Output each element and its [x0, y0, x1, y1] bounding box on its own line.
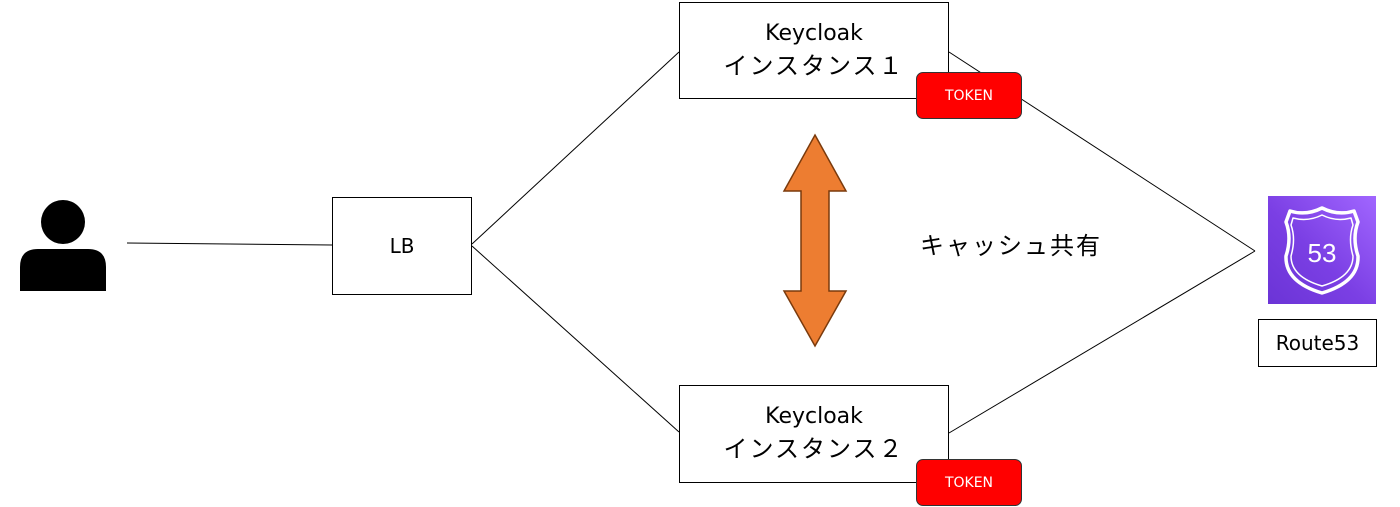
keycloak-instance-1: Keycloak インスタンス１	[679, 2, 949, 99]
connector-user-lb	[126, 242, 333, 246]
route53-label: Route53	[1275, 331, 1360, 355]
token-badge-2: TOKEN	[916, 459, 1022, 506]
cache-sync-arrow	[782, 133, 848, 348]
keycloak-instance-2: Keycloak インスタンス２	[679, 385, 949, 483]
keycloak-instance-1-label: インスタンス１	[723, 51, 905, 80]
route53-shield-icon: 53	[1268, 196, 1376, 304]
keycloak-instance-2-label: インスタンス２	[723, 435, 905, 463]
route53-icon-text: 53	[1308, 238, 1337, 268]
cache-share-label: キャッシュ共有	[920, 232, 1102, 260]
connector-lb-keycloak2	[471, 245, 680, 433]
route53-label-box: Route53	[1258, 319, 1377, 367]
keycloak-instance-2-name: Keycloak	[765, 404, 863, 429]
keycloak-instance-1-name: Keycloak	[765, 20, 863, 46]
load-balancer-label: LB	[389, 234, 415, 258]
connector-lb-keycloak1	[471, 51, 680, 245]
user-icon	[18, 199, 108, 291]
connector-keycloak2-route53	[948, 250, 1256, 434]
load-balancer-node: LB	[332, 197, 472, 295]
token-badge-1: TOKEN	[916, 72, 1022, 119]
